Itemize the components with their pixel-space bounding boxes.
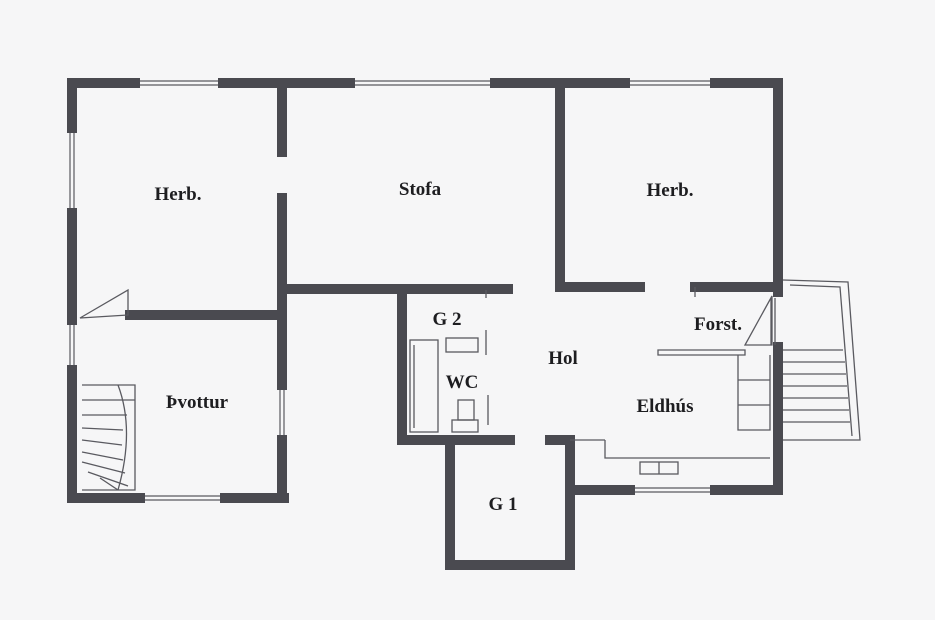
window-left-lower [67,325,77,365]
room-label-forst: Forst. [694,314,742,335]
door-leaf-thvottur [79,288,129,319]
room-label-thvottur: Þvottur [166,392,229,413]
room-label-hol: Hol [548,348,578,369]
g2-fixture [445,337,479,353]
window-top-left [140,78,218,88]
kitchen-counter-bottom [570,439,770,459]
kitchen-counter-right [737,355,771,431]
room-label-g2: G 2 [432,309,461,330]
door-leaf-forstofa [743,295,773,346]
window-top-right [630,78,710,88]
wc-toilet [451,399,479,433]
g2-bench [409,339,439,433]
kitchen-shelf [657,349,746,356]
window-bottom-kitchen [635,485,710,495]
fixtures [79,287,776,491]
spiral-stair [81,384,136,491]
room-label-wc: WC [446,372,479,393]
window-left-upper [67,133,77,208]
window-top-stofa [355,78,490,88]
room-label-eldhus: Eldhús [636,396,693,417]
windows [67,78,710,503]
window-thvottur-right [277,390,287,435]
room-label-herb-right: Herb. [647,180,694,201]
room-label-herb-left: Herb. [155,184,202,205]
exterior-stairs [782,279,861,441]
room-label-g1: G 1 [488,494,517,515]
room-labels: Herb. Stofa Herb. G 2 Forst. Hol WC Þvot… [155,179,742,515]
window-bottom-thvottur [145,493,220,503]
room-label-stofa: Stofa [399,179,442,200]
